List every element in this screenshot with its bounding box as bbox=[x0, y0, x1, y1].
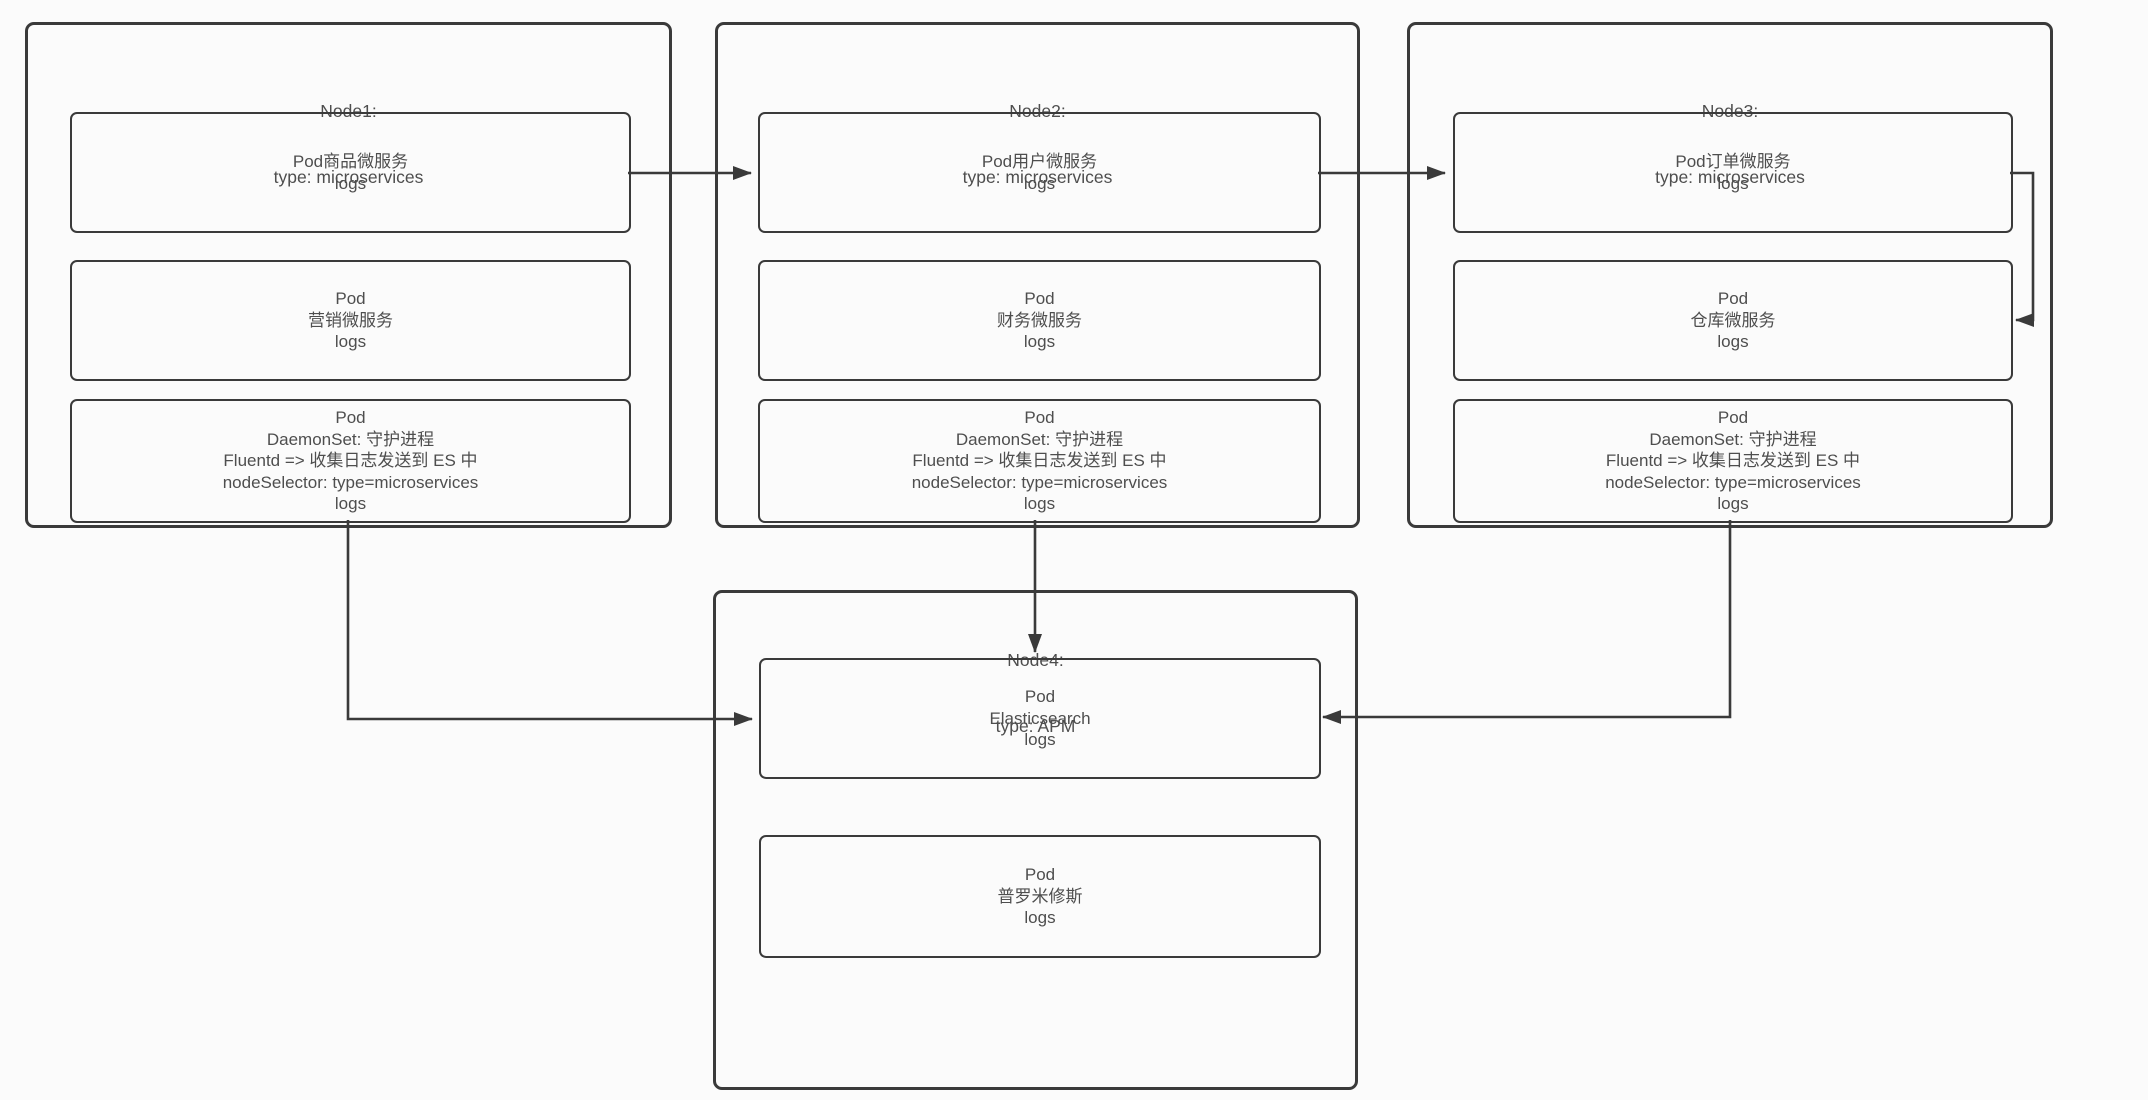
pod-text-line: Fluentd => 收集日志发送到 ES 中 bbox=[223, 451, 478, 471]
pod-text-line: logs bbox=[1024, 908, 1056, 928]
pod-text-line: Pod bbox=[1024, 865, 1056, 885]
pod-text-line: logs bbox=[1023, 173, 1056, 193]
arrow-node1-daemonset-to-elasticsearch bbox=[346, 520, 753, 726]
pod-text-line: logs bbox=[1717, 332, 1749, 352]
pod-text-line: logs bbox=[1717, 494, 1749, 514]
pod-text-line: Pod用户微服务 bbox=[981, 152, 1098, 171]
node3-pod-order-microservice: Pod订单微服务 logs bbox=[1453, 112, 2013, 233]
node4-box: Node4: type: APM Pod Elasticsearch logs … bbox=[713, 590, 1358, 1090]
pod-text-line: 普罗米修斯 bbox=[997, 886, 1083, 906]
pod-text-line: nodeSelector: type=microservices bbox=[222, 472, 479, 492]
pod-text-line: nodeSelector: type=microservices bbox=[1605, 472, 1861, 492]
node2-title-line1: Node2: bbox=[1009, 101, 1066, 121]
node1-pod-daemonset-fluentd: Pod DaemonSet: 守护进程 Fluentd => 收集日志发送到 E… bbox=[70, 399, 631, 523]
pod-text-line: Elasticsearch bbox=[989, 708, 1091, 728]
pod-text-line: DaemonSet: 守护进程 bbox=[1649, 429, 1817, 449]
pod-text-line: Pod bbox=[1024, 289, 1055, 309]
pod-text-line: Pod bbox=[1024, 687, 1056, 707]
pod-text-line: DaemonSet: 守护进程 bbox=[955, 429, 1124, 449]
pod-text-line: Pod bbox=[1717, 289, 1749, 309]
node1-pod-goods-microservice: Pod商品微服务 logs bbox=[70, 112, 631, 233]
pod-text-line: logs bbox=[1023, 332, 1056, 352]
pod-text-line: Pod bbox=[335, 408, 366, 428]
node2-pod-finance-microservice: Pod 财务微服务 logs bbox=[758, 260, 1321, 381]
pod-text-line: nodeSelector: type=microservices bbox=[911, 472, 1168, 492]
node2-box: Node2: type: microservices Pod用户微服务 logs… bbox=[715, 22, 1360, 528]
pod-text-line: Fluentd => 收集日志发送到 ES 中 bbox=[912, 451, 1167, 471]
node1-box: Node1: type: microservices Pod商品微服务 logs… bbox=[25, 22, 672, 528]
node1-title-line2: type: microservices bbox=[273, 167, 424, 187]
pod-text-line: Pod商品微服务 bbox=[292, 152, 409, 171]
pod-text-line: 营销微服务 bbox=[308, 310, 393, 330]
node3-title-line1: Node3: bbox=[1701, 101, 1759, 121]
node2-pod-user-microservice: Pod用户微服务 logs bbox=[758, 112, 1321, 233]
pod-text-line: logs bbox=[1717, 173, 1749, 193]
pod-text-line: DaemonSet: 守护进程 bbox=[266, 429, 435, 449]
node3-title: Node3: type: microservices bbox=[1410, 56, 2050, 232]
node1-title-line1: Node1: bbox=[320, 101, 377, 121]
pod-text-line: logs bbox=[334, 173, 367, 193]
node1-pod-marketing-microservice: Pod 营销微服务 logs bbox=[70, 260, 631, 381]
pod-text-line: 财务微服务 bbox=[997, 310, 1082, 330]
node2-title-line2: type: microservices bbox=[962, 167, 1113, 187]
pod-text-line: logs bbox=[1023, 494, 1056, 514]
node2-pod-daemonset-fluentd: Pod DaemonSet: 守护进程 Fluentd => 收集日志发送到 E… bbox=[758, 399, 1321, 523]
pod-text-line: 仓库微服务 bbox=[1690, 310, 1776, 330]
node3-box: Node3: type: microservices Pod订单微服务 logs… bbox=[1407, 22, 2053, 528]
node4-pod-prometheus: Pod 普罗米修斯 logs bbox=[759, 835, 1321, 958]
node4-title: Node4: type: APM bbox=[716, 605, 1355, 781]
node4-title-line1: Node4: bbox=[1007, 650, 1064, 670]
node3-title-line2: type: microservices bbox=[1655, 167, 1805, 187]
pod-text-line: logs bbox=[334, 332, 367, 352]
node3-pod-warehouse-microservice: Pod 仓库微服务 logs bbox=[1453, 260, 2013, 381]
node2-title: Node2: type: microservices bbox=[718, 56, 1357, 232]
pod-text-line: Pod bbox=[1717, 408, 1749, 428]
pod-text-line: logs bbox=[334, 494, 367, 514]
pod-text-line: Pod bbox=[1024, 408, 1055, 428]
node1-title: Node1: type: microservices bbox=[28, 56, 669, 232]
pod-text-line: Pod订单微服务 bbox=[1675, 152, 1791, 171]
pod-text-line: Fluentd => 收集日志发送到 ES 中 bbox=[1605, 451, 1861, 471]
arrow-node3-daemonset-to-elasticsearch bbox=[1322, 520, 1732, 724]
node4-pod-elasticsearch: Pod Elasticsearch logs bbox=[759, 658, 1321, 779]
pod-text-line: logs bbox=[1024, 730, 1056, 750]
pod-text-line: Pod bbox=[335, 289, 366, 309]
node3-pod-daemonset-fluentd: Pod DaemonSet: 守护进程 Fluentd => 收集日志发送到 E… bbox=[1453, 399, 2013, 523]
node4-title-line2: type: APM bbox=[995, 716, 1076, 736]
